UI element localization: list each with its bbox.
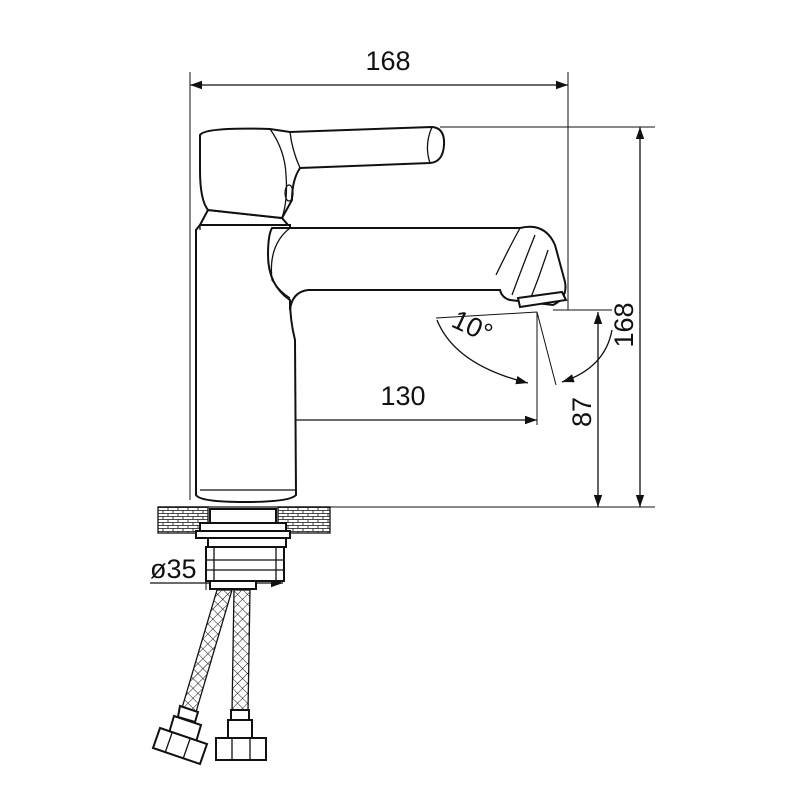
spray-angle-label: 10° [447,304,497,348]
faucet-body [195,125,568,504]
height-dimension-label: 168 [609,302,639,347]
spout-height-dimension-label: 87 [567,397,597,427]
supply-hoses [151,589,267,766]
spray-angle-indicator [435,311,613,386]
reach-dimension-label: 130 [380,381,425,411]
mounting-assembly [195,508,291,590]
diameter-dimension-label: ø35 [150,554,197,584]
width-dimension-label: 168 [365,46,410,76]
